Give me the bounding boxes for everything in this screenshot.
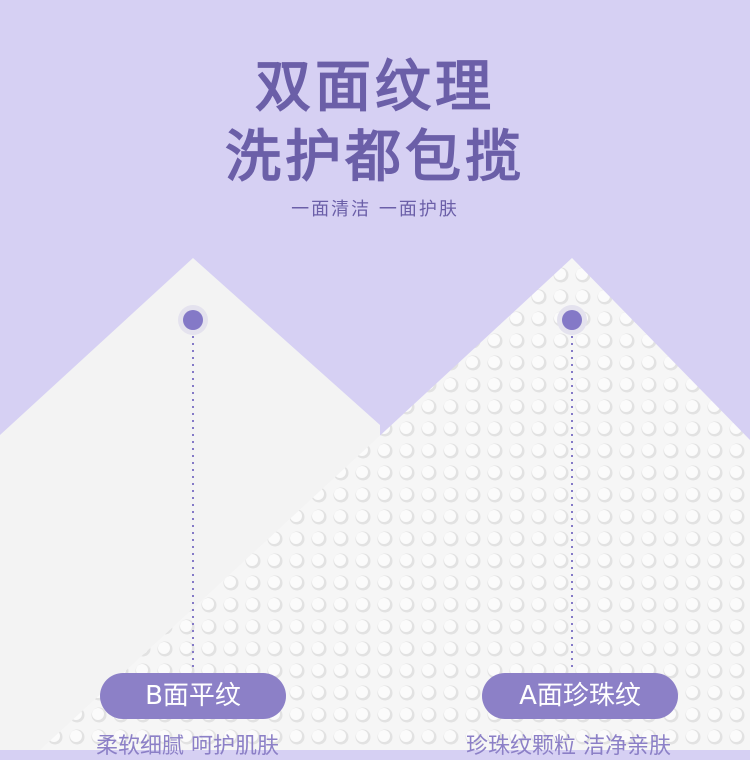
headline-line2: 洗护都包揽 (225, 125, 525, 190)
subtitle: 一面清洁 一面护肤 (291, 199, 459, 220)
side-a-label: A面珍珠纹 (482, 673, 678, 719)
marker-dot-a-inner (562, 310, 582, 330)
side-a-description: 珍珠纹颗粒 洁净亲肤 (466, 734, 671, 759)
marker-dot-b-inner (183, 310, 203, 330)
pearl-texture-sheet (40, 258, 750, 750)
side-b-description: 柔软细腻 呵护肌肤 (96, 734, 279, 759)
headline-line1: 双面纹理 (255, 55, 495, 120)
side-b-label: B面平纹 (100, 673, 286, 719)
